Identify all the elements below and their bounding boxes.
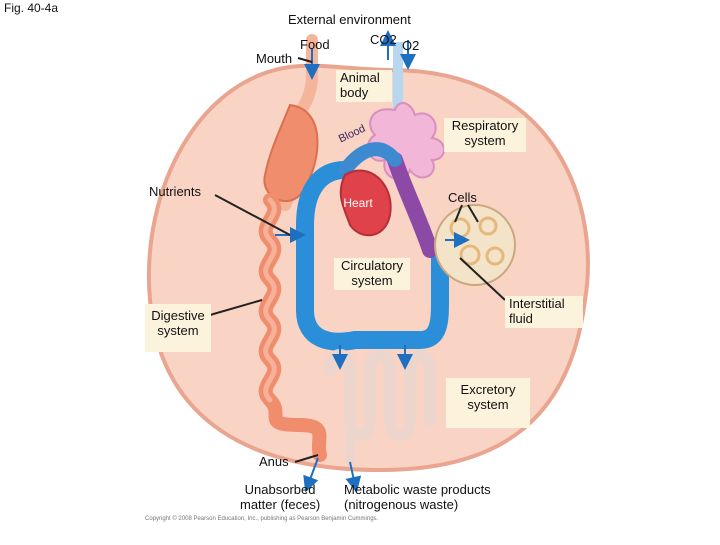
label-external-environment: External environment <box>288 12 411 27</box>
label-heart: Heart <box>343 196 373 210</box>
label-interstitial-line1: Interstitial <box>509 296 565 311</box>
label-cells: Cells <box>448 190 477 205</box>
label-circulatory-line2: system <box>351 273 393 288</box>
cell-3 <box>459 244 481 266</box>
label-animal-body-line2: body <box>340 85 369 100</box>
intestine-highlight <box>263 197 277 403</box>
leader-nutrients <box>214 194 291 236</box>
label-mouth: Mouth <box>256 51 293 66</box>
label-unabsorbed-line1: Unabsorbed <box>244 482 316 497</box>
label-anus: Anus <box>259 454 289 469</box>
label-food: Food <box>300 37 330 52</box>
leader-cells-b <box>467 204 479 223</box>
figure-label: Fig. 40-4a <box>4 1 59 15</box>
label-excretory-line2: system <box>467 397 509 412</box>
cell-4 <box>485 246 505 266</box>
leader-digestive <box>209 299 263 316</box>
label-interstitial-line2: fluid <box>509 311 533 326</box>
stomach <box>263 103 319 202</box>
label-metabolic-line1: Metabolic waste products <box>344 482 491 497</box>
arrow-feces <box>303 457 319 493</box>
blood-vessel-purple <box>387 152 438 258</box>
label-circulatory-system: Circulatory system <box>334 258 410 290</box>
label-excretory-line1: Excretory <box>460 382 516 397</box>
label-o2: O2 <box>402 38 420 53</box>
label-co2: CO2 <box>370 32 397 47</box>
label-digestive-line1: Digestive <box>151 308 205 323</box>
leader-cells-a <box>454 204 463 223</box>
label-metabolic-waste: Metabolic waste products (nitrogenous wa… <box>344 482 491 512</box>
label-circulatory-line1: Circulatory <box>340 258 404 273</box>
copyright-notice: Copyright © 2008 Pearson Education, Inc.… <box>145 516 379 522</box>
label-animal-body: Animal body <box>336 70 392 102</box>
arrow-urine <box>345 461 362 493</box>
label-digestive-line2: system <box>157 323 199 338</box>
label-excretory-system: Excretory system <box>446 378 530 428</box>
label-nutrients: Nutrients <box>149 184 202 199</box>
blood-vessel-top <box>338 142 402 177</box>
leader-anus <box>294 454 319 463</box>
label-interstitial-fluid: Interstitial fluid <box>505 296 583 328</box>
label-metabolic-line2: (nitrogenous waste) <box>344 497 459 512</box>
label-animal-body-line1: Animal <box>340 70 380 85</box>
heart <box>339 169 392 237</box>
label-unabsorbed-line2: matter (feces) <box>240 497 321 512</box>
label-unabsorbed-matter: Unabsorbed matter (feces) <box>240 482 320 512</box>
leader-interstitial <box>459 257 506 301</box>
label-digestive-system: Digestive system <box>145 304 211 352</box>
blood-vessel-blue <box>296 161 449 351</box>
cell-2 <box>478 216 498 236</box>
leader-mouth <box>297 57 313 63</box>
label-respiratory-line1: Respiratory <box>451 118 519 133</box>
label-respiratory-line2: system <box>464 133 506 148</box>
label-respiratory-system: Respiratory system <box>444 118 526 152</box>
